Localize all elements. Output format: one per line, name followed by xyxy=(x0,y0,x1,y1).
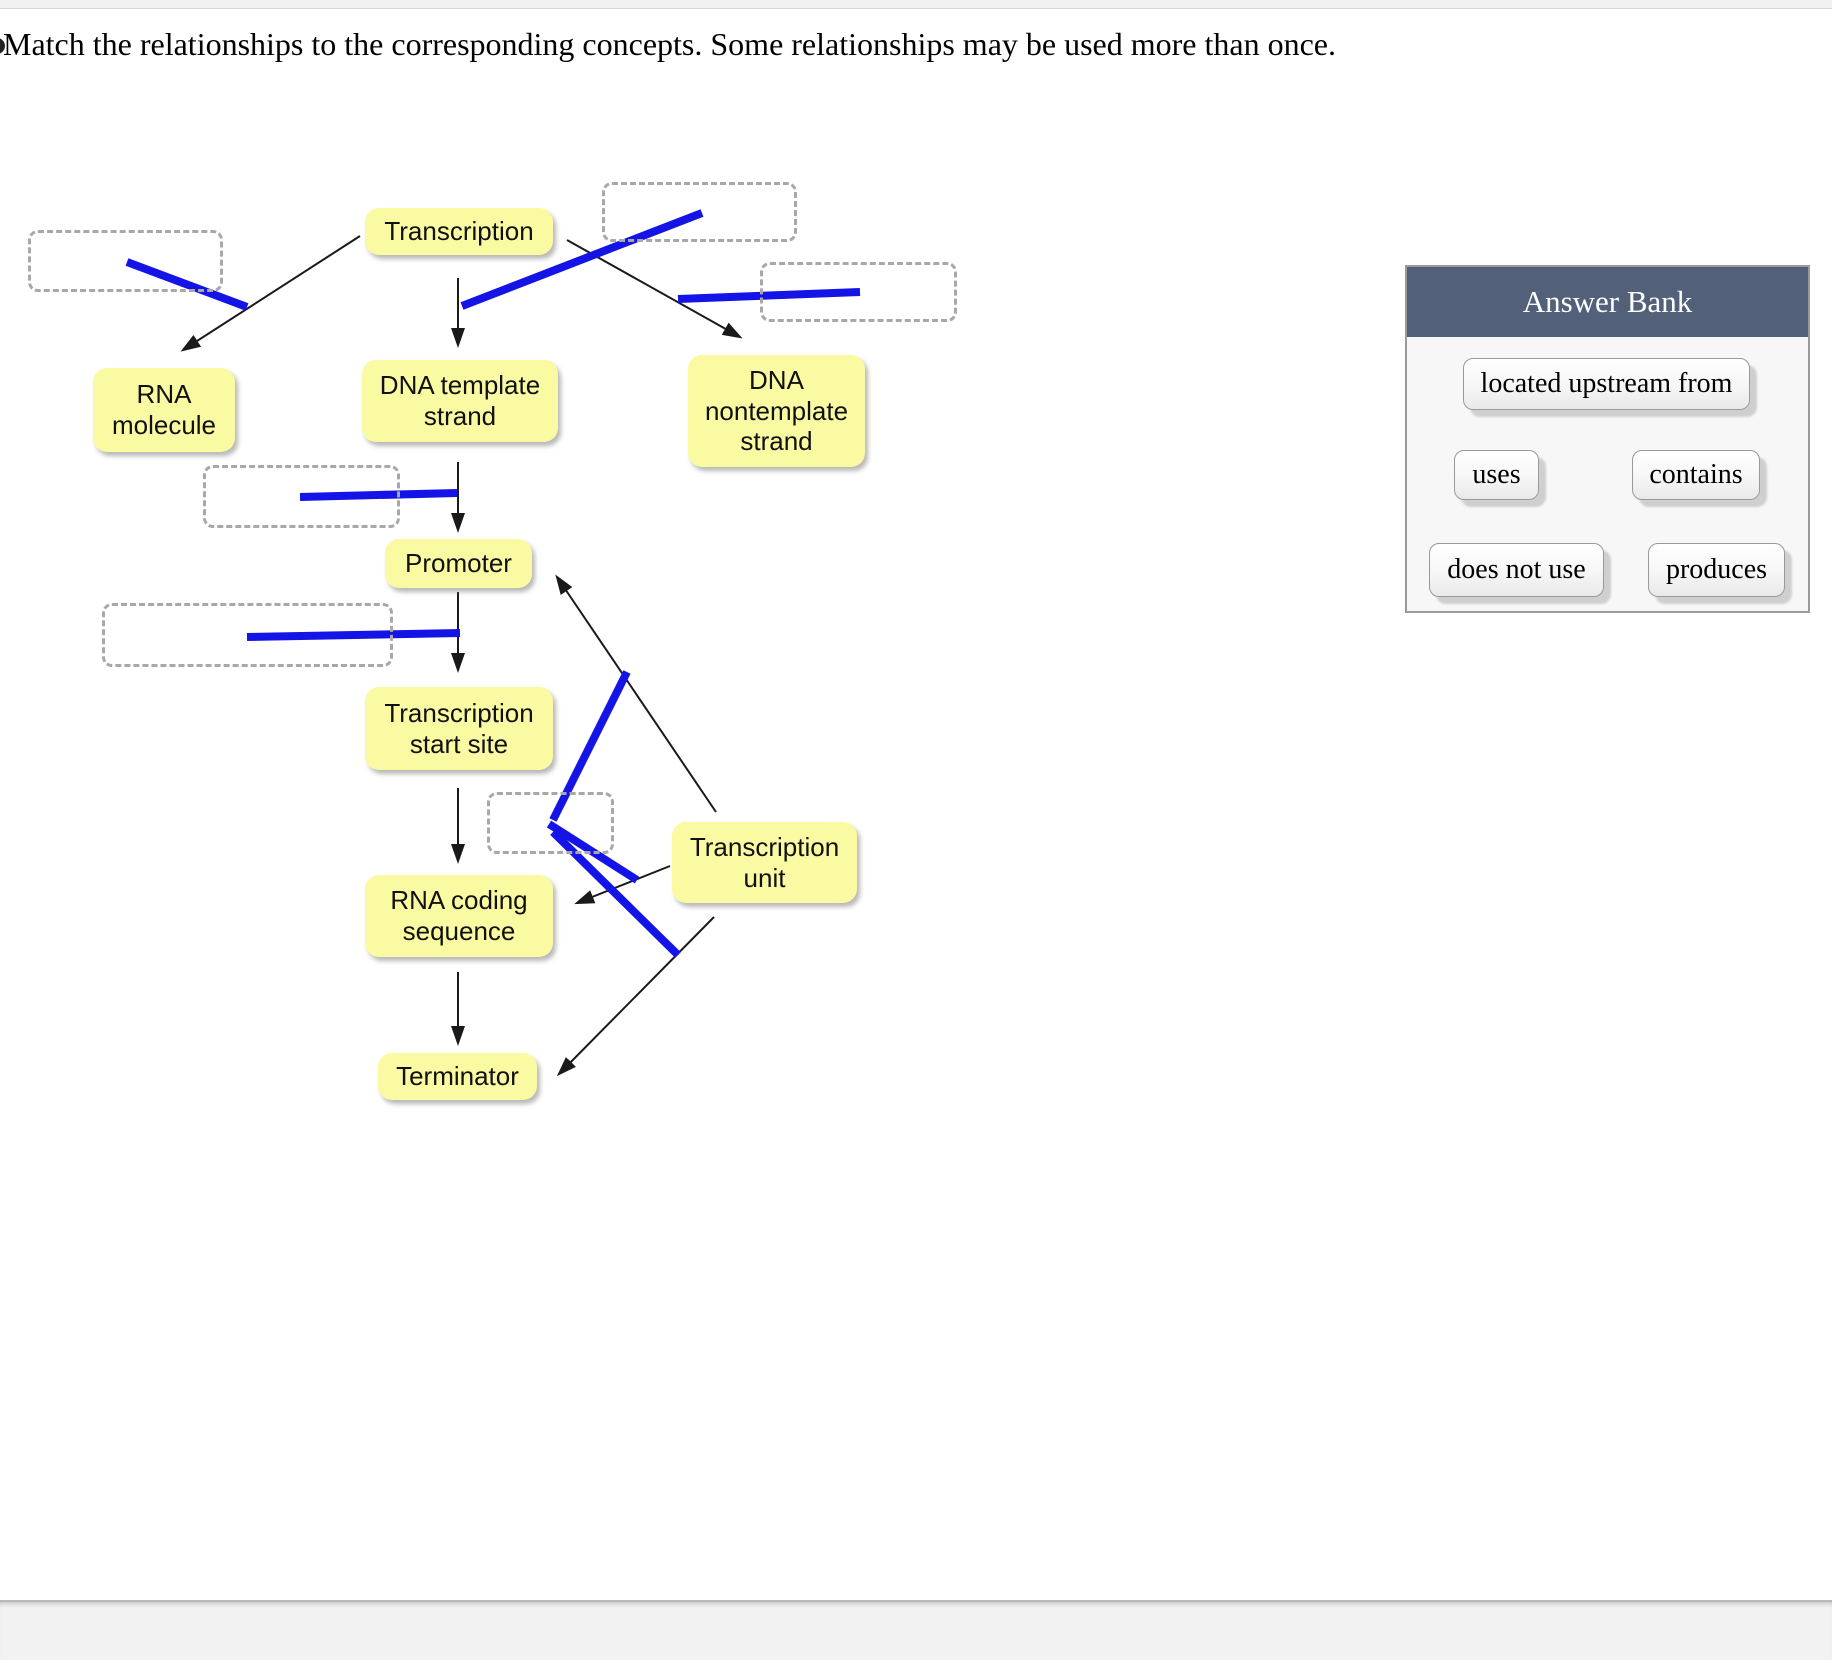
drop-zone-2[interactable] xyxy=(602,182,797,242)
question-prompt: Match the relationships to the correspon… xyxy=(3,26,1336,62)
drop-zone-6[interactable] xyxy=(487,792,614,854)
answer-chip-contains[interactable]: contains xyxy=(1632,450,1760,500)
node-transcription-start-site: Transcription start site xyxy=(365,687,553,770)
arrow-transcription-unit-to-rna-coding-sequence xyxy=(574,865,671,905)
node-transcription: Transcription xyxy=(365,208,553,255)
node-terminator: Terminator xyxy=(378,1053,537,1100)
drop-zone-3[interactable] xyxy=(760,262,957,322)
node-promoter: Promoter xyxy=(385,539,532,588)
drop-zone-4[interactable] xyxy=(203,465,400,528)
answer-chip-produces[interactable]: produces xyxy=(1648,543,1785,597)
arrow-transcription-unit-to-terminator xyxy=(556,916,715,1077)
node-rna-coding-sequence: RNA coding sequence xyxy=(365,875,553,957)
clipped-glyph xyxy=(0,38,5,54)
node-dna-template-strand: DNA template strand xyxy=(362,360,558,442)
answer-chip-located-upstream-from[interactable]: located upstream from xyxy=(1463,358,1750,410)
answer-bank-body: located upstream from uses contains does… xyxy=(1407,337,1808,615)
top-scrollbar-track xyxy=(0,0,1832,9)
footer-divider xyxy=(0,1600,1832,1660)
drop-zone-1[interactable] xyxy=(28,230,223,292)
node-dna-nontemplate-strand: DNA nontemplate strand xyxy=(688,355,865,467)
answer-chip-does-not-use[interactable]: does not use xyxy=(1429,543,1604,597)
answer-bank-title: Answer Bank xyxy=(1407,267,1808,337)
answer-bank: Answer Bank located upstream from uses c… xyxy=(1405,265,1810,613)
arrow-transcription-unit-to-promoter xyxy=(555,574,717,813)
node-rna-molecule: RNA molecule xyxy=(93,368,235,452)
answer-chip-uses[interactable]: uses xyxy=(1454,450,1539,500)
node-transcription-unit: Transcription unit xyxy=(672,822,857,903)
drop-zone-5[interactable] xyxy=(102,603,393,667)
arrow-transcription-to-dna-nontemplate-strand xyxy=(566,239,743,339)
